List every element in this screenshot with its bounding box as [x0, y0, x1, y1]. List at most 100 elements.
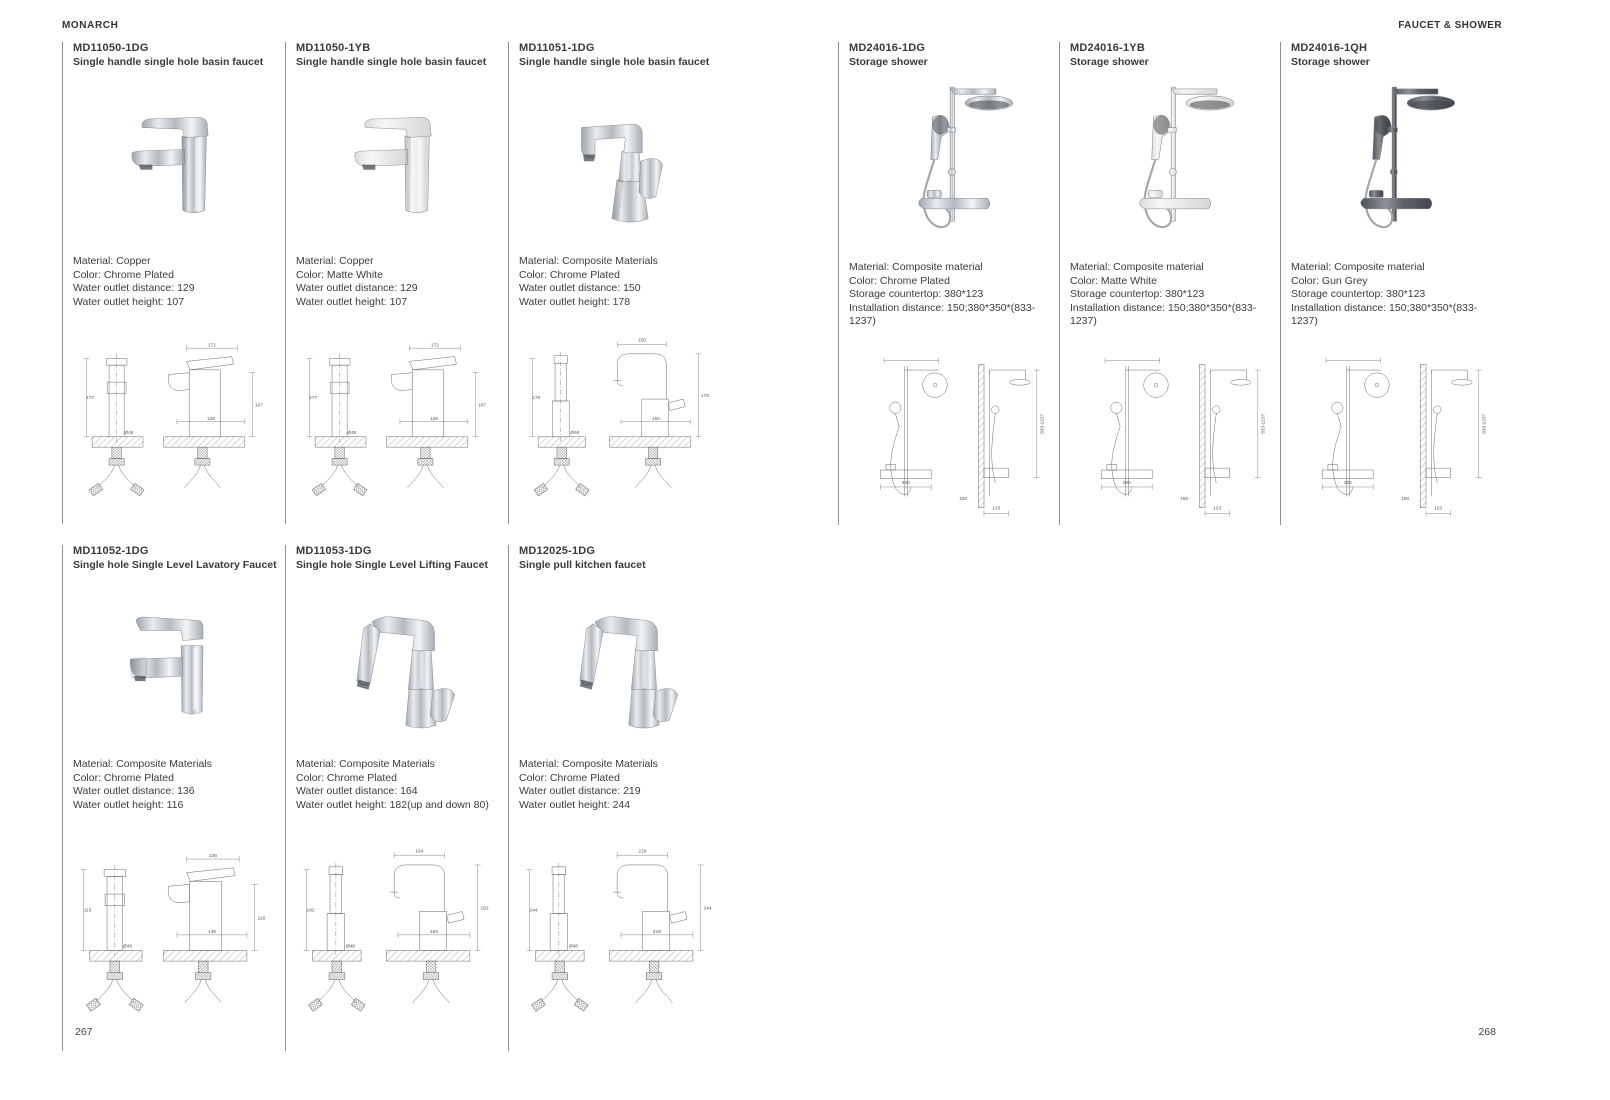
spec-line-4: Installation distance: 150;380*350*(833-… [1291, 301, 1478, 328]
dimension-label: 172 [208, 343, 216, 348]
spec-line-3: Storage countertop: 380*123 [849, 288, 984, 301]
product-pictogram [1359, 86, 1456, 229]
spec-color: Color: Chrome Plated [73, 268, 174, 281]
spec-color: Color: Chrome Plated [519, 268, 620, 281]
brand-logo: MONARCH [62, 20, 119, 31]
product-specs: Material: Copper Color: Chrome Plated Wa… [73, 255, 279, 309]
product-pictogram [917, 86, 1014, 229]
dimension-label: Ø48 [347, 430, 356, 435]
product-title: MD24016-1DG Storage shower [849, 42, 1053, 69]
spec-material: Material: Composite material [1291, 261, 1425, 273]
spec-line-4: Installation distance: 150;380*350*(833-… [849, 301, 1036, 328]
spec-line-4: Water outlet height: 116 [73, 798, 184, 811]
product-photo [519, 584, 725, 752]
spec-material: Material: Composite material [1070, 261, 1204, 273]
product-name: Storage shower [1291, 56, 1370, 68]
product-photo [849, 71, 1053, 255]
dimension-label: 380 [902, 480, 910, 485]
dimension-label: 150 [959, 496, 967, 501]
product-card: MD11051-1DG Single handle single hole ba… [508, 42, 731, 524]
dimension-drawing [80, 856, 258, 1012]
dimension-label: 129 [207, 416, 215, 421]
dimension-label: 107 [478, 403, 486, 408]
product-pictogram [131, 116, 209, 213]
spec-color: Color: Chrome Plated [73, 771, 174, 784]
product-pictogram [581, 123, 663, 222]
spec-line-3: Water outlet distance: 150 [519, 282, 641, 295]
dimension-label: 182 [480, 906, 488, 912]
product-title: MD11050-1DG Single handle single hole ba… [73, 42, 279, 69]
product-photo [73, 81, 279, 249]
product-title: MD11051-1DG Single handle single hole ba… [519, 42, 725, 69]
product-model: MD11053-1DG [296, 545, 372, 557]
spec-material: Material: Composite Materials [296, 758, 435, 770]
product-specs: Material: Composite Materials Color: Chr… [519, 255, 725, 309]
product-photo-image [579, 615, 678, 728]
spec-material: Material: Composite Materials [519, 758, 658, 770]
product-specs: Material: Composite Materials Color: Chr… [519, 758, 725, 812]
product-name: Single handle single hole basin faucet [519, 56, 710, 68]
page-number-left: 267 [75, 1026, 93, 1038]
dimension-drawing [83, 345, 256, 497]
product-title: MD11053-1DG Single hole Single Level Lif… [296, 545, 502, 572]
product-specs: Material: Composite material Color: Gun … [1291, 261, 1495, 329]
product-model: MD11050-1DG [73, 42, 149, 54]
dimension-drawing [880, 357, 1040, 517]
spec-material: Material: Composite Materials [73, 758, 212, 770]
product-photo [1291, 71, 1495, 255]
spec-color: Color: Matte White [1070, 274, 1157, 287]
left-page-row-1: MD11050-1DG Single handle single hole ba… [62, 42, 731, 524]
product-pictogram [1138, 86, 1235, 229]
spec-material: Material: Copper [73, 255, 151, 267]
dimension-label: 833-1237 [1039, 413, 1044, 433]
spec-color: Color: Gun Grey [1291, 274, 1368, 287]
product-photo-image [130, 616, 204, 714]
product-card: MD24016-1QH Storage shower Material: Com… [1280, 42, 1501, 525]
dimension-label: 164 [430, 929, 438, 935]
product-specs: Material: Composite material Color: Matt… [1070, 261, 1274, 329]
dimension-label: 107 [255, 403, 263, 408]
product-photo-image [1359, 86, 1456, 229]
product-specs: Material: Composite material Color: Chro… [849, 261, 1053, 329]
product-photo-image [581, 123, 663, 222]
dimension-label: 178 [532, 395, 540, 400]
product-photo [73, 584, 279, 752]
spec-color: Color: Matte White [296, 268, 383, 281]
dimension-drawing [1101, 357, 1261, 517]
dimension-label: Ø48 [346, 944, 355, 950]
product-model: MD24016-1DG [849, 42, 926, 54]
dimension-label: Ø48 [124, 430, 133, 435]
product-name: Single handle single hole basin faucet [296, 56, 487, 68]
product-photo [1070, 71, 1274, 255]
page-number-right: 268 [1478, 1026, 1496, 1038]
dimension-label: 833-1237 [1260, 413, 1265, 433]
dimension-drawing [1322, 357, 1482, 517]
product-name: Single hole Single Level Lavatory Faucet [73, 559, 277, 571]
dimension-label: 150 [652, 416, 660, 421]
dimension-label: 219 [653, 929, 661, 935]
spec-line-4: Water outlet height: 107 [73, 295, 185, 308]
product-photo [296, 81, 502, 249]
product-card: MD11052-1DG Single hole Single Level Lav… [62, 545, 285, 1051]
dimension-label: 150 [1180, 496, 1188, 501]
product-photo-image [356, 615, 455, 728]
spec-line-3: Water outlet distance: 164 [296, 785, 418, 798]
product-name: Storage shower [1070, 56, 1149, 68]
dimension-label: 116 [258, 916, 266, 922]
dimension-label: 123 [1213, 506, 1221, 511]
product-photo-image [131, 116, 209, 213]
dimension-label: 177 [309, 395, 317, 400]
right-page-row: MD24016-1DG Storage shower Material: Com… [838, 42, 1501, 525]
product-model: MD24016-1QH [1291, 42, 1368, 54]
product-model: MD24016-1YB [1070, 42, 1145, 54]
